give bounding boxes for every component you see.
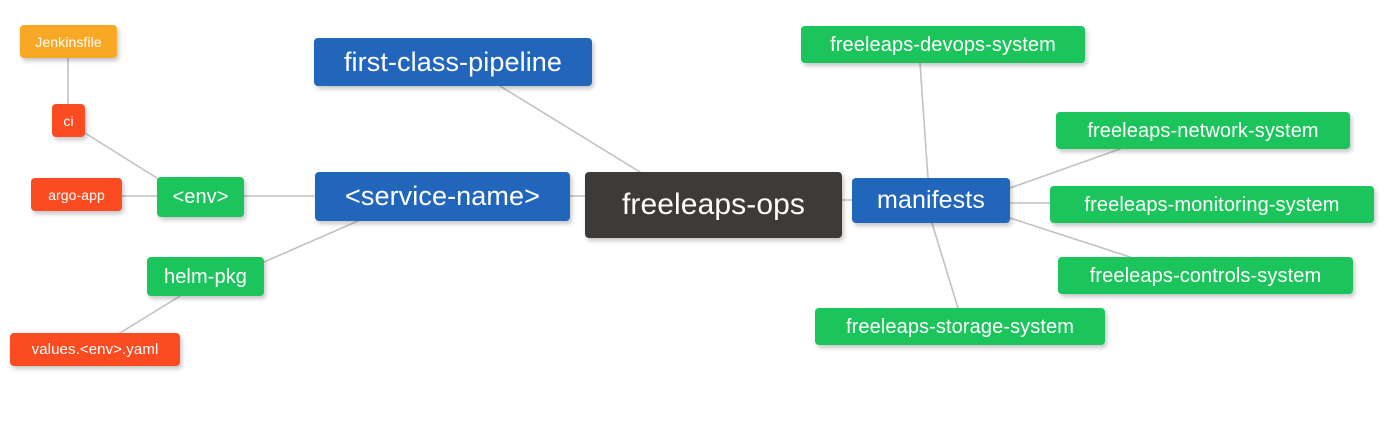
node-label: argo-app	[48, 186, 105, 203]
node-freeleaps-monitoring-system[interactable]: freeleaps-monitoring-system	[1050, 186, 1374, 223]
node-freeleaps-controls-system[interactable]: freeleaps-controls-system	[1058, 257, 1353, 294]
node-ci[interactable]: ci	[52, 104, 85, 137]
node-label: manifests	[877, 186, 985, 214]
edge-values-env-yaml-to-helm-pkg	[119, 295, 181, 334]
node-values-env-yaml[interactable]: values.<env>.yaml	[10, 333, 180, 366]
node-argo-app[interactable]: argo-app	[31, 178, 122, 211]
node-label: <env>	[172, 186, 229, 208]
node-service-name[interactable]: <service-name>	[315, 172, 570, 221]
edge-manifests-to-freeleaps-devops-system	[919, 62, 929, 179]
node-label: freeleaps-monitoring-system	[1084, 193, 1340, 216]
node-label: helm-pkg	[163, 265, 248, 288]
node-freeleaps-devops-system[interactable]: freeleaps-devops-system	[801, 26, 1085, 63]
edge-manifests-to-freeleaps-network-system	[1009, 148, 1121, 189]
edge-first-class-pipeline-to-freeleaps-ops	[499, 85, 641, 173]
node-label: Jenkinsfile	[35, 33, 102, 50]
node-label: freeleaps-controls-system	[1089, 264, 1322, 287]
node-helm-pkg[interactable]: helm-pkg	[147, 257, 264, 296]
node-env[interactable]: <env>	[157, 177, 244, 217]
edge-manifests-to-freeleaps-storage-system	[931, 222, 959, 309]
edge-manifests-to-freeleaps-controls-system	[1009, 217, 1131, 258]
edge-helm-pkg-to-service-name	[263, 220, 359, 263]
node-label: freeleaps-ops	[621, 188, 806, 221]
node-label: freeleaps-storage-system	[845, 315, 1075, 338]
node-label: freeleaps-devops-system	[830, 33, 1056, 56]
node-label: freeleaps-network-system	[1087, 119, 1319, 142]
node-manifests[interactable]: manifests	[852, 178, 1010, 223]
node-first-class-pipeline[interactable]: first-class-pipeline	[314, 38, 592, 86]
edge-ci-to-env	[84, 132, 161, 181]
node-freeleaps-storage-system[interactable]: freeleaps-storage-system	[815, 308, 1105, 345]
node-label: ci	[63, 112, 74, 129]
node-label: first-class-pipeline	[343, 46, 563, 77]
node-label: <service-name>	[345, 181, 540, 211]
node-freeleaps-network-system[interactable]: freeleaps-network-system	[1056, 112, 1350, 149]
node-label: values.<env>.yaml	[31, 341, 159, 358]
node-jenkinsfile[interactable]: Jenkinsfile	[20, 25, 117, 58]
node-freeleaps-ops[interactable]: freeleaps-ops	[585, 172, 842, 238]
